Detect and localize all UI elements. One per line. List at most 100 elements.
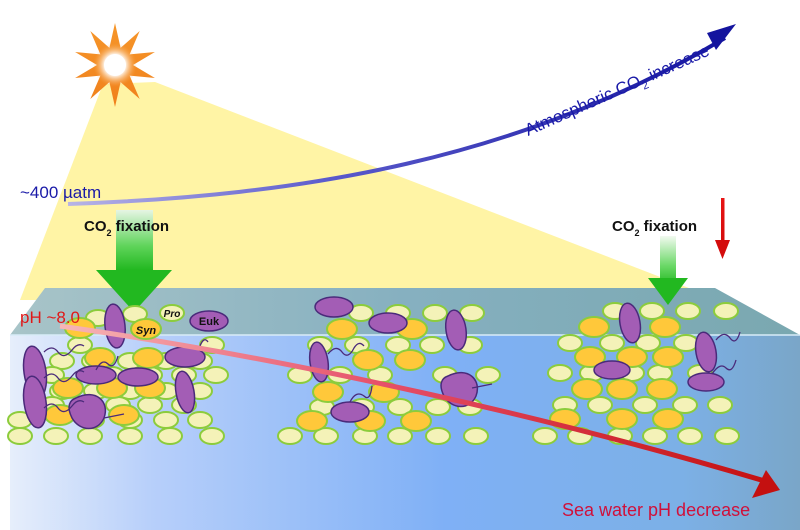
pro-cell: [199, 427, 225, 445]
sun-center: [104, 54, 126, 76]
syn-cell: [312, 381, 344, 403]
pro-cell: [387, 398, 413, 416]
euk-cell: [314, 296, 354, 318]
ph-decrease-arrowhead: [752, 470, 780, 498]
ph-baseline-label: pH ~8.0: [20, 308, 80, 327]
pro-cell: [313, 427, 339, 445]
euk-cell: [75, 365, 117, 385]
pro-cell: [49, 352, 75, 370]
flagellum: [349, 385, 373, 403]
flagellum: [711, 359, 737, 375]
legend-euk: Euk: [189, 310, 229, 332]
euk-cell: [593, 360, 631, 380]
co2-fixation-arrow-right: [648, 236, 688, 305]
flagellum: [327, 342, 365, 356]
pro-cell: [153, 411, 179, 429]
pro-cell: [635, 334, 661, 352]
co2-fixation-label-left: CO2 fixation: [84, 218, 169, 238]
syn-cell: [394, 349, 426, 371]
ph-decrease-label: Sea water pH decrease: [562, 500, 750, 520]
flagellum: [471, 383, 493, 389]
sunlight-beam: [20, 82, 720, 300]
pro-cell: [137, 396, 163, 414]
pro-cell: [425, 398, 451, 416]
ph-decrease-arrow: [59, 323, 769, 485]
pro-cell: [475, 366, 501, 384]
fixation-decrease-arrow: [715, 198, 730, 259]
pro-cell: [599, 334, 625, 352]
co2-baseline-label: ~400 µatm: [20, 183, 101, 202]
co2-fixation-label-right: CO2 fixation: [612, 218, 697, 238]
euk-cell: [368, 312, 408, 334]
pro-cell: [77, 427, 103, 445]
flagellum: [95, 355, 119, 371]
pro-cell: [157, 427, 183, 445]
svg-text:Syn: Syn: [136, 325, 156, 337]
syn-cell: [132, 347, 164, 369]
euk-cell: [618, 302, 642, 344]
syn-cell: [352, 349, 384, 371]
euk-cell: [687, 372, 725, 392]
pro-cell: [277, 427, 303, 445]
co2-fixation-arrow-left: [96, 210, 172, 312]
legend-syn: Syn: [130, 318, 162, 340]
pro-cell: [547, 364, 573, 382]
svg-text:Euk: Euk: [199, 316, 220, 328]
euk-cell: [444, 309, 468, 351]
pro-cell: [707, 396, 733, 414]
syn-cell: [606, 378, 638, 400]
pro-cell: [7, 427, 33, 445]
syn-cell: [652, 408, 684, 430]
sun-icon: [75, 23, 155, 107]
euk-cell: [117, 367, 159, 387]
flagellum: [43, 370, 85, 383]
svg-text:Pro: Pro: [164, 309, 181, 320]
pro-cell: [425, 427, 451, 445]
pro-cell: [422, 304, 448, 322]
pro-cell: [713, 302, 739, 320]
syn-cell: [400, 410, 432, 432]
syn-cell: [52, 377, 84, 399]
pro-cell: [187, 411, 213, 429]
euk-cell-kidney: [68, 393, 107, 430]
pro-cell: [43, 427, 69, 445]
syn-cell: [616, 346, 648, 368]
flagellum: [43, 400, 85, 413]
pro-cell: [642, 427, 668, 445]
pro-cell: [677, 427, 703, 445]
atmospheric-co2-arrow: [67, 36, 727, 206]
pro-cell: [532, 427, 558, 445]
pro-cell: [557, 334, 583, 352]
syn-cell: [606, 408, 638, 430]
pro-cell: [639, 302, 665, 320]
euk-cell: [174, 370, 196, 414]
flagellum: [715, 331, 741, 342]
flagellum: [43, 344, 85, 357]
pro-cell: [387, 427, 413, 445]
syn-cell: [296, 410, 328, 432]
pro-cell: [714, 427, 740, 445]
pro-cell: [117, 427, 143, 445]
phytoplankton-cells: [7, 296, 741, 445]
pro-cell: [587, 396, 613, 414]
syn-cell: [652, 346, 684, 368]
atmospheric-co2-arrowhead: [707, 24, 736, 50]
pro-cell: [672, 396, 698, 414]
pro-cell: [419, 336, 445, 354]
flagellum: [103, 413, 125, 419]
euk-cell: [22, 375, 48, 429]
euk-cell: [694, 331, 718, 373]
flagellum: [199, 339, 209, 347]
legend-pro: Pro: [159, 304, 185, 322]
syn-cell: [646, 378, 678, 400]
syn-cell: [649, 316, 681, 338]
atmospheric-co2-increase-label: Atmospheric CO2 increase: [522, 41, 714, 143]
euk-cell: [330, 401, 370, 423]
pro-cell: [675, 302, 701, 320]
pro-cell: [203, 366, 229, 384]
syn-cell: [578, 316, 610, 338]
pro-cell: [463, 427, 489, 445]
syn-cell: [571, 378, 603, 400]
